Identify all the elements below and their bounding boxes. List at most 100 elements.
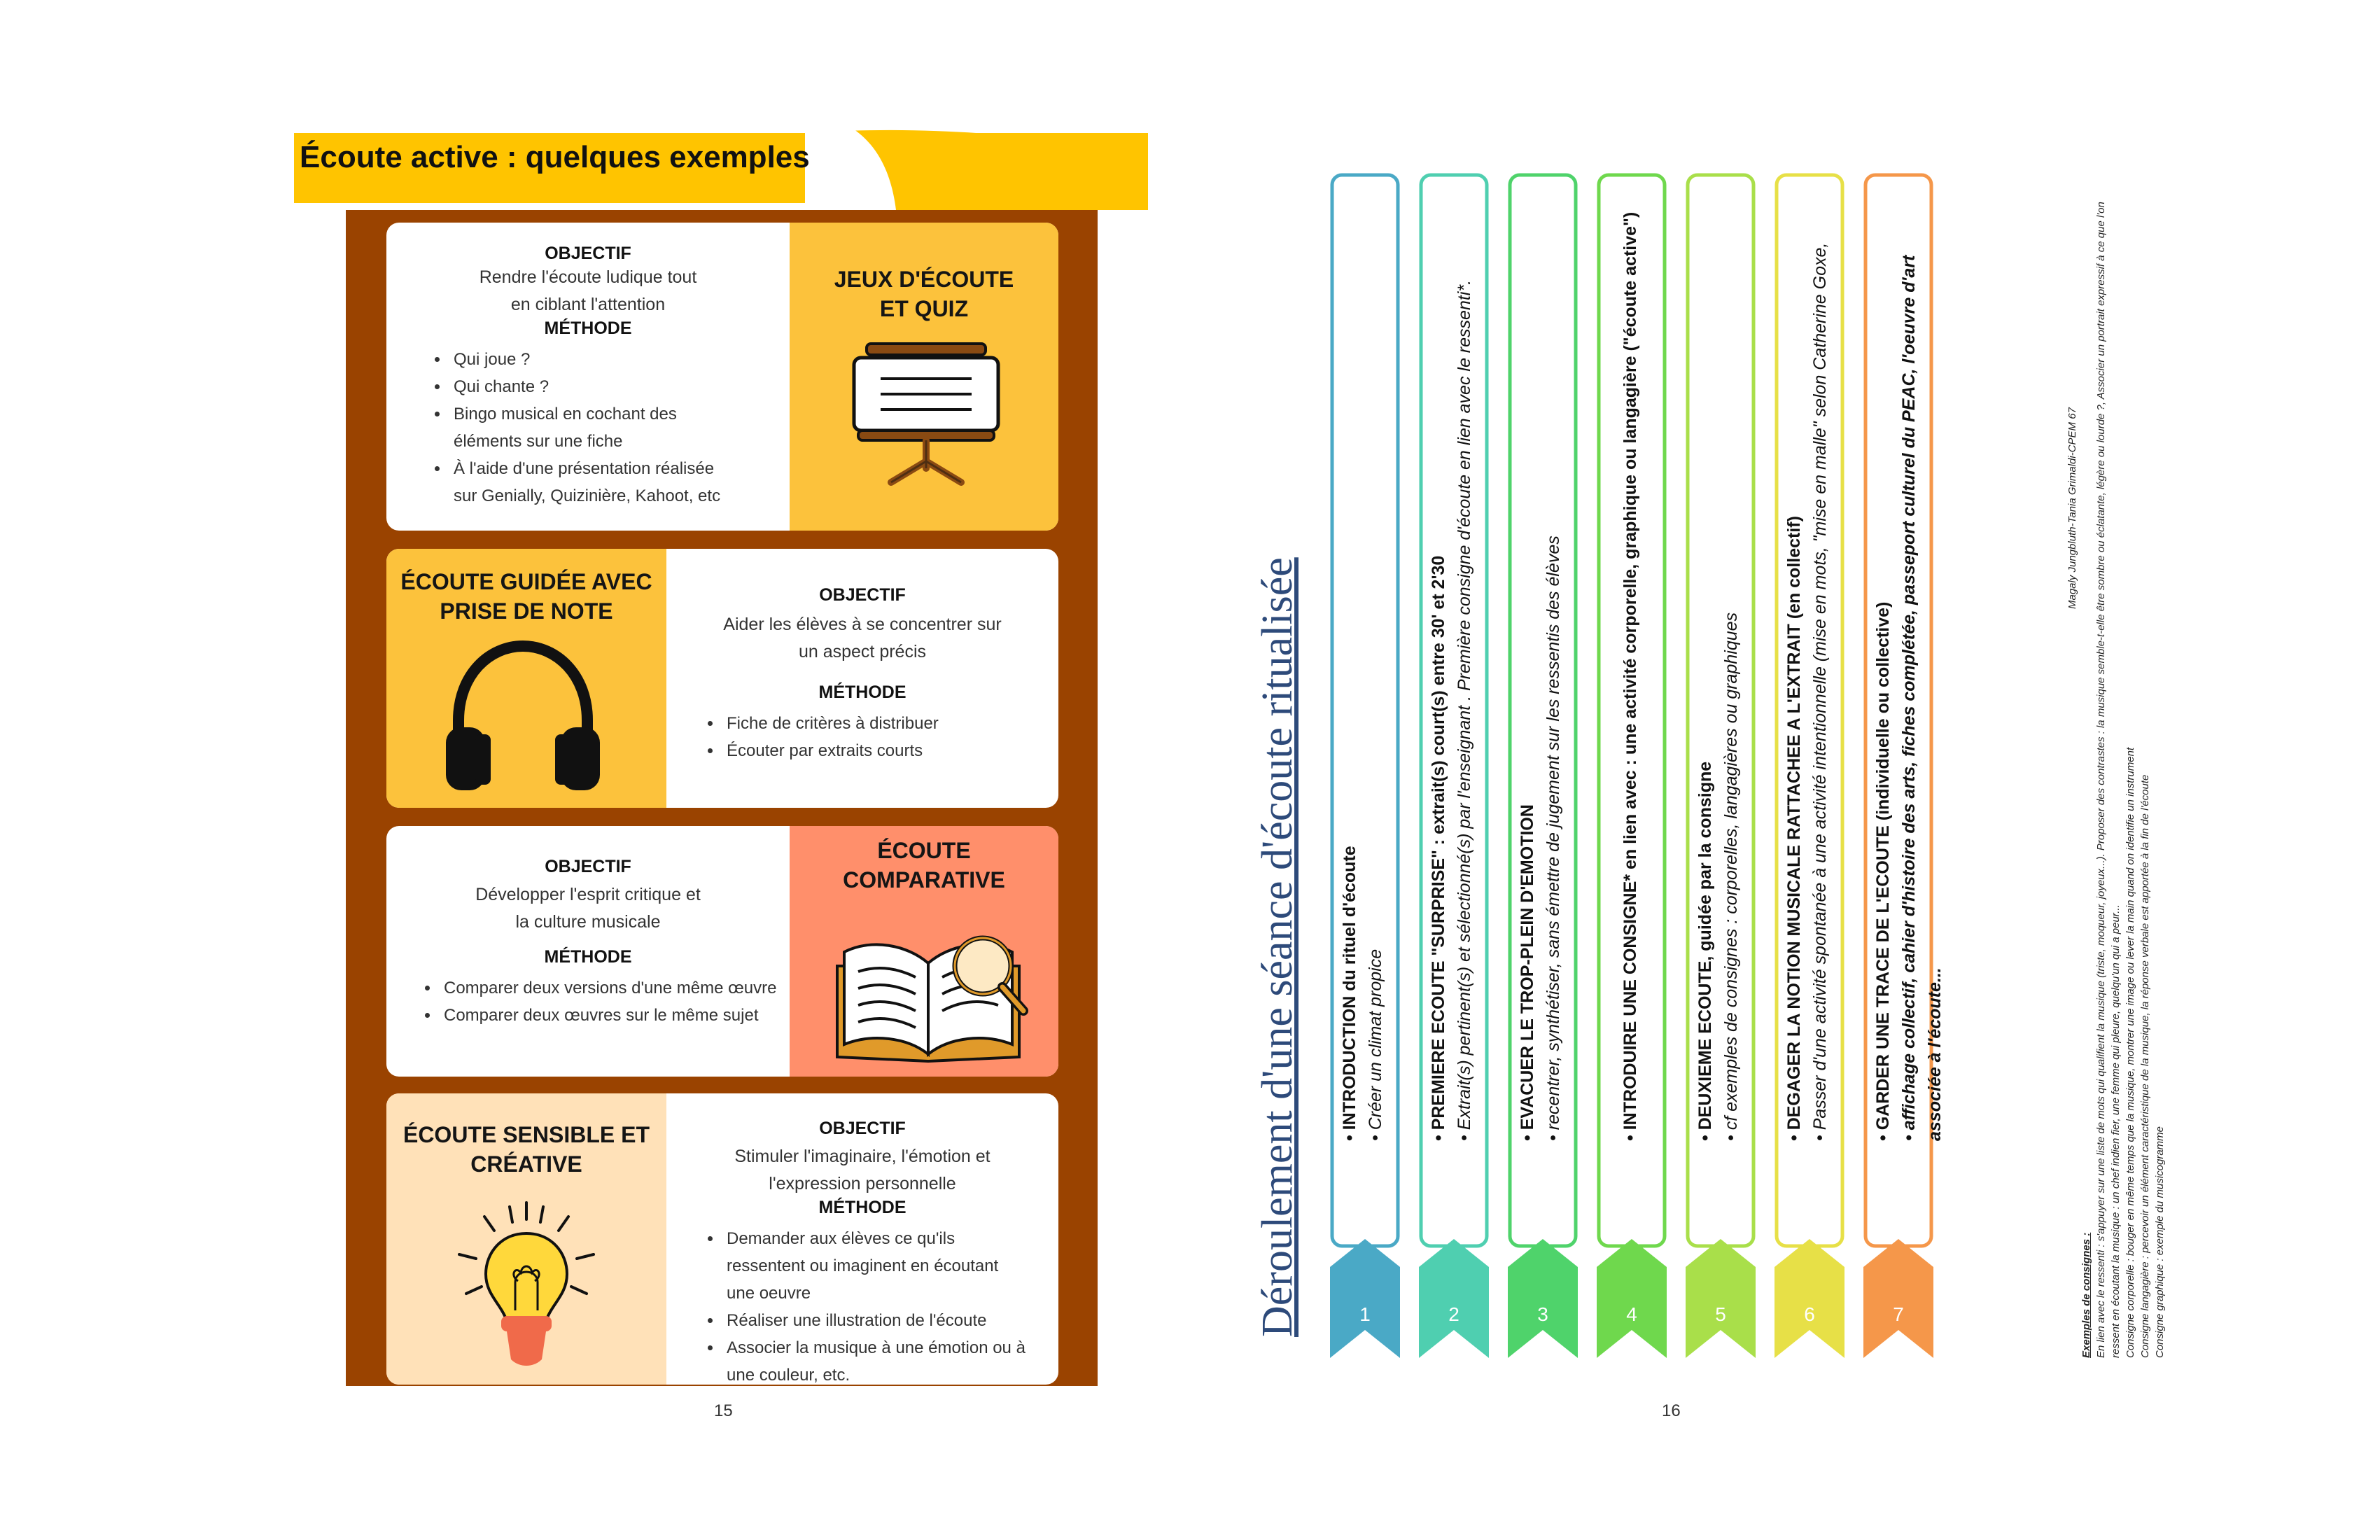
card-title-line: PRISE DE NOTE	[440, 598, 613, 624]
card-title-line: ÉCOUTE GUIDÉE AVEC	[400, 569, 652, 594]
step-arrow	[1774, 173, 1844, 1358]
step-notch	[1863, 1330, 1933, 1358]
objective-line: Stimuler l'imaginaire, l'émotion et	[734, 1147, 990, 1166]
step-number: 6	[1804, 1303, 1815, 1326]
step-tip	[1774, 1239, 1844, 1267]
step-notch	[1686, 1330, 1756, 1358]
step-number-block	[1597, 1267, 1667, 1358]
step-text: • INTRODUCTION du rituel d'écoute• Créer…	[1337, 203, 1389, 1141]
presentation-board-icon	[852, 342, 1000, 486]
step-number-block	[1508, 1267, 1578, 1358]
objective-line: l'expression personnelle	[769, 1174, 956, 1194]
step-number: 3	[1537, 1303, 1548, 1326]
note-item: Consigne corporelle : bouger en même tem…	[2124, 747, 2136, 1358]
step-text: • DEGAGER LA NOTION MUSICALE RATTACHEE A…	[1782, 203, 1833, 1141]
note-item: Consigne langagière : percevoir un éléme…	[2139, 774, 2151, 1358]
method-item: Bingo musical en cochant des éléments su…	[449, 400, 729, 455]
card-title: ÉCOUTE SENSIBLE ET CRÉATIVE	[386, 1120, 666, 1179]
step-tip	[1686, 1239, 1756, 1267]
objective-line: Développer l'esprit critique et	[475, 885, 701, 904]
method-item: Fiche de critères à distribuer	[722, 710, 1058, 737]
step-number: 2	[1448, 1303, 1460, 1326]
card-title-line: JEUX D'ÉCOUTE	[834, 267, 1014, 292]
step-tip	[1419, 1239, 1489, 1267]
step-number: 4	[1626, 1303, 1637, 1326]
step-number: 7	[1893, 1303, 1904, 1326]
objective-line: la culture musicale	[515, 912, 661, 932]
step-number-block	[1419, 1267, 1489, 1358]
card-jeux-ecoute: OBJECTIF Rendre l'écoute ludique tout en…	[386, 223, 1058, 531]
card-ecoute-comparative: OBJECTIF Développer l'esprit critique et…	[386, 826, 1058, 1077]
objective-line: Aider les élèves à se concentrer sur	[723, 615, 1002, 634]
step-7: 7 • GARDER UNE TRACE DE L'ECOUTE (individ…	[1863, 168, 1945, 1358]
step-title: • EVACUER LE TROP-PLEIN D'EMOTION	[1518, 804, 1537, 1141]
card-color-block: ÉCOUTE COMPARATIVE	[790, 826, 1058, 1077]
note-item: Consigne graphique : exemple du musicogr…	[2154, 1126, 2166, 1358]
method-item: Comparer deux versions d'une même œuvre	[440, 974, 790, 1002]
card-title-line: ÉCOUTE SENSIBLE ET	[402, 1122, 650, 1147]
note-item: En lien avec le ressenti : s'appuyer sur…	[2095, 202, 2122, 1358]
step-arrow	[1597, 173, 1667, 1358]
card-title: JEUX D'ÉCOUTE ET QUIZ	[790, 265, 1058, 323]
objective-line: un aspect précis	[798, 642, 927, 662]
step-arrow	[1330, 173, 1400, 1358]
step-title: • INTRODUCTION du rituel d'écoute	[1340, 846, 1359, 1141]
step-3: 3 • EVACUER LE TROP-PLEIN D'EMOTION • rece…	[1508, 168, 1578, 1358]
method-label: MÉTHODE	[818, 682, 906, 702]
step-text: • INTRODUIRE UNE CONSIGNE* en lien avec …	[1618, 203, 1644, 1141]
step-notch	[1419, 1330, 1489, 1358]
method-item: Demander aux élèves ce qu'ils ressentent…	[722, 1225, 1030, 1307]
step-arrow	[1686, 173, 1756, 1358]
method-label: MÉTHODE	[544, 318, 632, 338]
step-number: 1	[1359, 1303, 1371, 1326]
step-title: • PREMIERE ECOUTE "SURPRISE" : extrait(s…	[1429, 555, 1448, 1141]
method-list: Comparer deux versions d'une même œuvre …	[386, 974, 790, 1029]
step-detail: • Passer d'une activité spontanée à une …	[1810, 242, 1830, 1141]
step-number-block	[1330, 1267, 1400, 1358]
step-number-block	[1774, 1267, 1844, 1358]
method-label: MÉTHODE	[818, 1198, 906, 1217]
card-title: ÉCOUTE COMPARATIVE	[790, 836, 1058, 895]
objective-label: OBJECTIF	[819, 1119, 906, 1138]
objective-line: Rendre l'écoute ludique tout	[479, 267, 697, 287]
method-item: Associer la musique à une émotion ou à u…	[722, 1334, 1030, 1385]
card-ecoute-sensible: ÉCOUTE SENSIBLE ET CRÉATIVE OBJECTIF	[386, 1093, 1058, 1385]
step-detail: • Extrait(s) pertinent(s) et sélectionné…	[1455, 279, 1474, 1141]
title-swoosh	[805, 112, 1148, 210]
step-6: 6 • DEGAGER LA NOTION MUSICALE RATTACHEE …	[1774, 168, 1844, 1358]
step-notch	[1330, 1330, 1400, 1358]
card-text: OBJECTIF Aider les élèves à se concentre…	[666, 549, 1058, 808]
headphones-icon	[446, 640, 600, 790]
step-notch	[1508, 1330, 1578, 1358]
method-item: Réaliser une illustration de l'écoute	[722, 1307, 1030, 1334]
step-detail: • recentrer, synthétiser, sans émettre d…	[1544, 536, 1563, 1141]
step-tip	[1863, 1239, 1933, 1267]
rotated-page: Déroulement d'une séance d'écoute ritual…	[1253, 168, 2166, 1358]
step-title: • INTRODUIRE UNE CONSIGNE* en lien avec …	[1620, 211, 1640, 1141]
method-list: Qui joue ? Qui chante ? Bingo musical en…	[386, 346, 729, 510]
card-title-line: COMPARATIVE	[843, 867, 1005, 892]
card-ecoute-guidee: ÉCOUTE GUIDÉE AVEC PRISE DE NOTE OBJECTI…	[386, 549, 1058, 808]
lightbulb-icon	[458, 1201, 595, 1366]
credit: Magaly Jungbluth-Tania Grimaldi-CPEM 67	[2066, 407, 2078, 609]
card-color-block: JEUX D'ÉCOUTE ET QUIZ	[790, 223, 1058, 531]
open-book-magnifier-icon	[836, 935, 1028, 1063]
step-detail: • cf exemples de consignes : corporelles…	[1721, 612, 1741, 1141]
notes-block: Exemples de consignes : En lien avec le …	[2066, 168, 2167, 1358]
step-title: • GARDER UNE TRACE DE L'ECOUTE (individu…	[1873, 601, 1893, 1141]
card-title-line: ET QUIZ	[879, 296, 969, 321]
method-list: Fiche de critères à distribuer Écouter p…	[666, 710, 1058, 764]
step-notch	[1774, 1330, 1844, 1358]
step-arrow	[1863, 173, 1933, 1358]
step-tip	[1597, 1239, 1667, 1267]
objective-label: OBJECTIF	[545, 244, 631, 263]
step-tip	[1330, 1239, 1400, 1267]
step-arrow	[1508, 173, 1578, 1358]
objective-label: OBJECTIF	[819, 585, 906, 605]
step-5: 5• DEUXIEME ECOUTE, guidée par la consig…	[1686, 168, 1756, 1358]
objective-line: en ciblant l'attention	[510, 295, 666, 314]
card-color-block: ÉCOUTE GUIDÉE AVEC PRISE DE NOTE	[386, 549, 666, 808]
step-notch	[1597, 1330, 1667, 1358]
method-item: Qui chante ?	[449, 373, 729, 400]
method-item: À l'aide d'une présentation réalisée sur…	[449, 455, 729, 510]
